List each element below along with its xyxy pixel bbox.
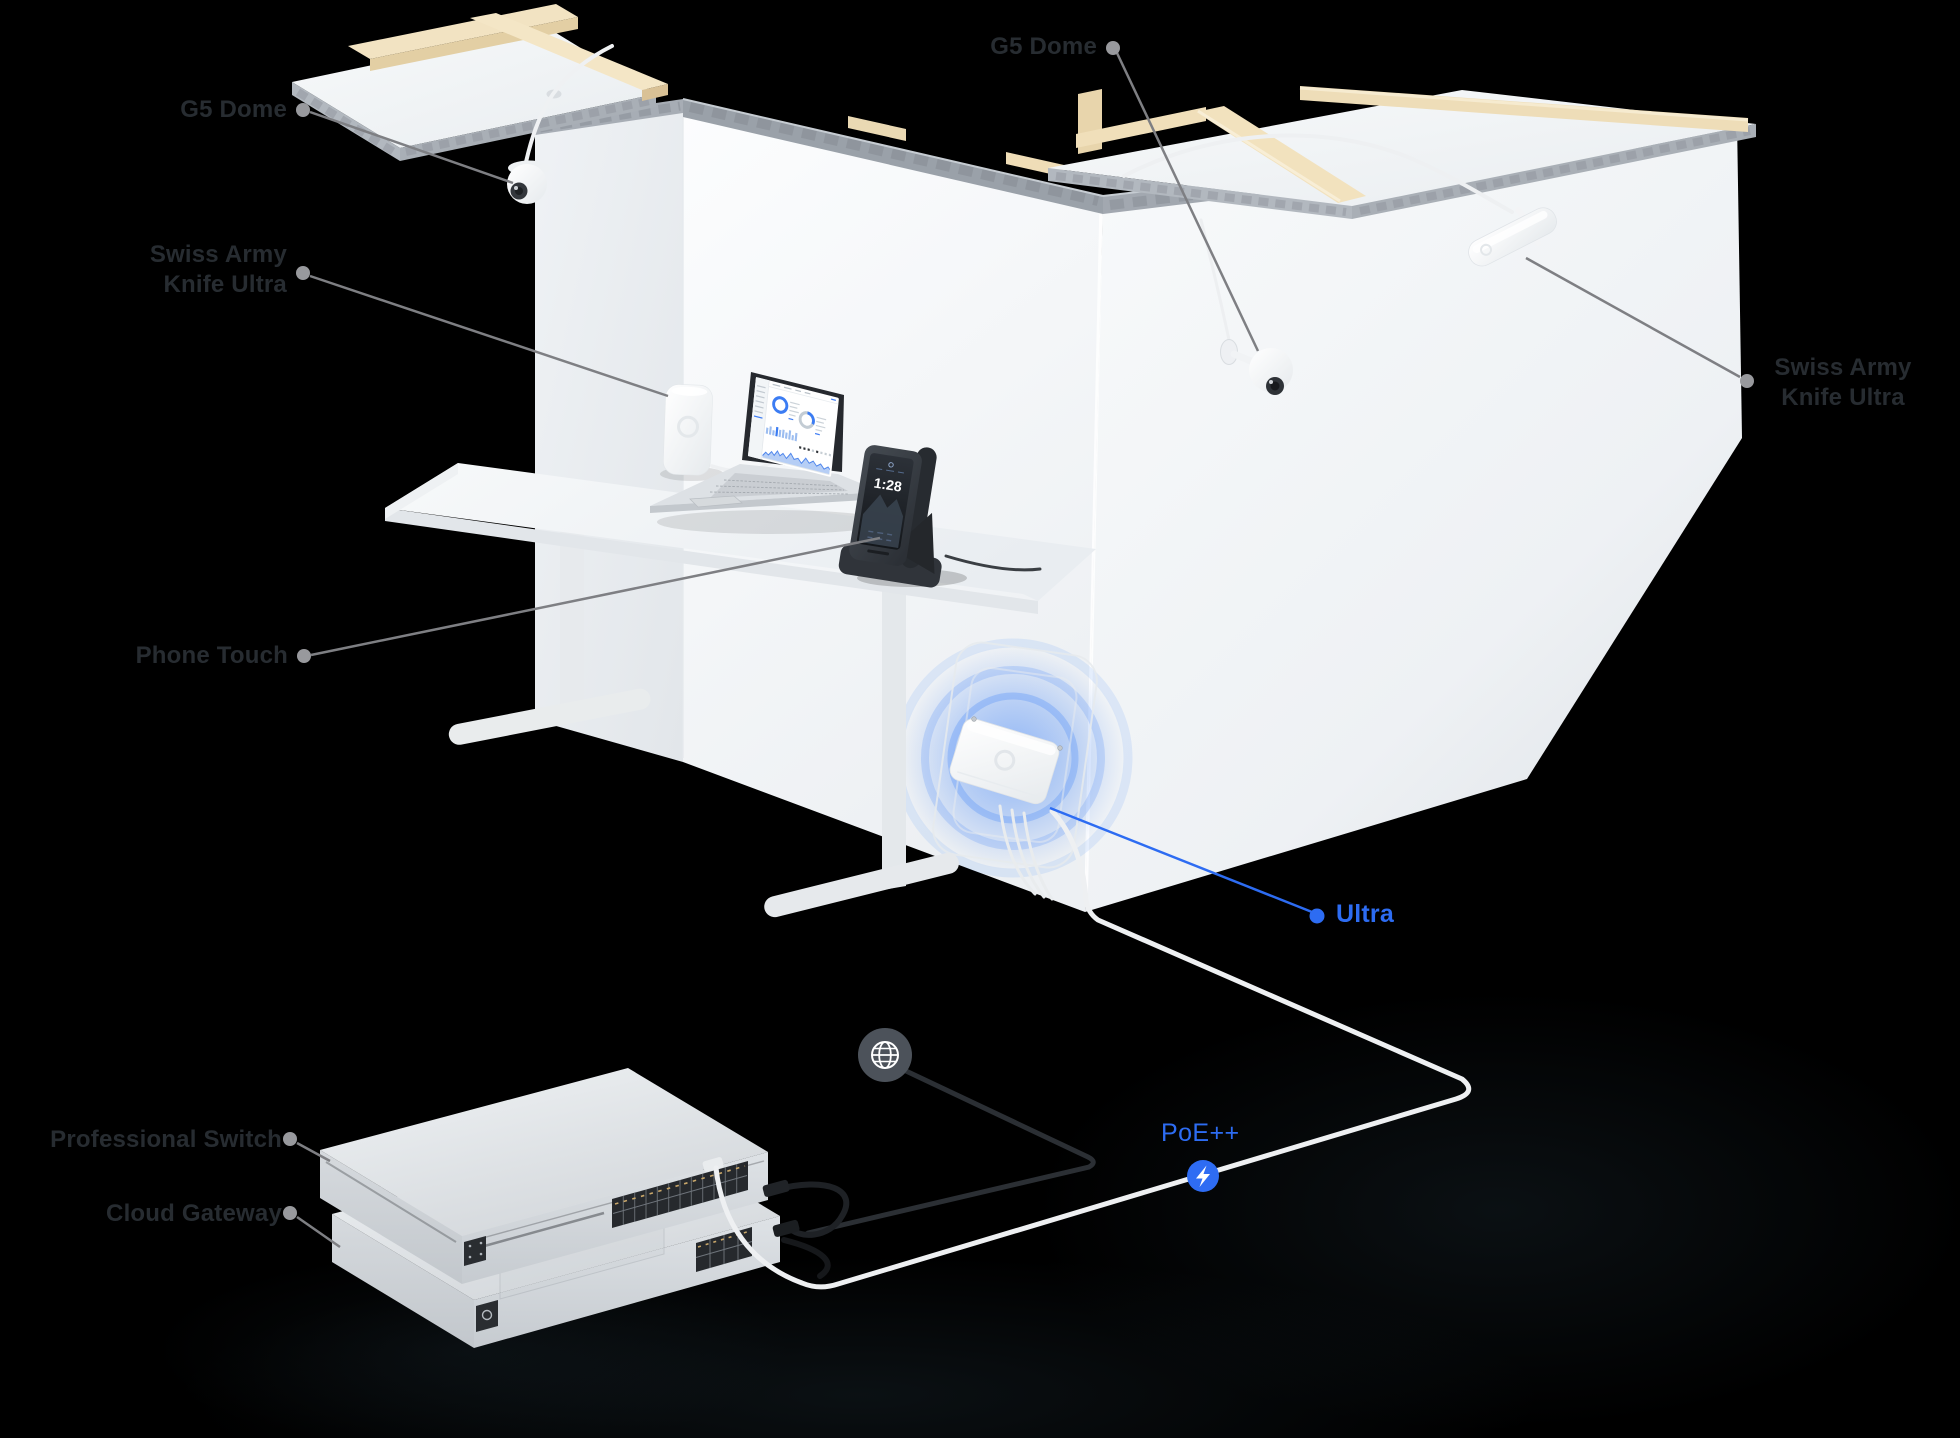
- gateway-screen: [476, 1300, 498, 1332]
- lightning-bolt-icon: [1196, 1165, 1210, 1187]
- label-poe: PoE++: [1161, 1119, 1240, 1147]
- internet-cable: [805, 1068, 1096, 1236]
- laptop-trackpad: [689, 495, 743, 508]
- internet-node: [858, 1028, 912, 1082]
- wall-left-wing: [535, 101, 683, 762]
- ap-desk-swiss-army-knife-ultra: [660, 384, 774, 481]
- poe-cable: [713, 808, 1472, 1290]
- professional-switch-unit: [320, 1068, 768, 1284]
- desk-leg: [882, 581, 906, 890]
- laptop-keyboard: [710, 473, 848, 498]
- wood-block: [848, 116, 906, 141]
- label-swiss-army-knife-ultra-right: Swiss Army Knife Ultra: [1758, 353, 1928, 413]
- globe-icon: [871, 1041, 899, 1069]
- desk-leg: [560, 528, 584, 718]
- leader-lines: [296, 52, 1741, 1249]
- g5-dome-camera-center: [1199, 218, 1293, 395]
- label-cloud-gateway: Cloud Gateway: [106, 1200, 282, 1227]
- wall-right: [1085, 121, 1742, 912]
- joist: [348, 4, 578, 59]
- g5-dome-camera-left: [507, 160, 550, 204]
- label-g5-dome-center: G5 Dome: [990, 33, 1097, 60]
- phone-touch-device: 1:28: [838, 445, 1042, 588]
- phone-screen-time: 1:28: [873, 475, 903, 495]
- joist: [642, 84, 668, 101]
- poe-badge: [1187, 1160, 1219, 1192]
- cables: [702, 808, 1472, 1290]
- label-g5-dome-left: G5 Dome: [180, 96, 287, 123]
- joist: [1076, 107, 1206, 148]
- ceiling-panel-right: [1048, 86, 1756, 219]
- ap-ceiling-swiss-army-knife-ultra: [1468, 207, 1557, 267]
- patch-cable: [781, 1237, 831, 1279]
- ceiling-cable: [1122, 133, 1514, 214]
- leader-dots: [283, 41, 1754, 1220]
- phone-cable: [944, 554, 1042, 572]
- laptop: [650, 372, 887, 534]
- ultra-wall-cables: [998, 804, 1054, 901]
- joist: [1196, 106, 1366, 203]
- laptop-dashboard: [747, 377, 839, 477]
- label-line: Knife Ultra: [163, 271, 287, 298]
- patch-cable: [771, 1181, 850, 1238]
- label-line: Knife Ultra: [1781, 384, 1905, 411]
- label-professional-switch: Professional Switch: [50, 1126, 282, 1153]
- label-phone-touch: Phone Touch: [135, 642, 288, 669]
- ultra-device: [949, 716, 1063, 805]
- label-line: Swiss Army: [1774, 354, 1912, 381]
- label-ultra: Ultra: [1336, 900, 1394, 928]
- ceiling-panel-left: [292, 4, 668, 164]
- joist: [470, 13, 668, 90]
- ultra-leader: [1049, 806, 1325, 924]
- label-line: Swiss Army: [149, 241, 287, 268]
- camera-cable: [524, 44, 614, 164]
- label-swiss-army-knife-ultra-left: Swiss Army Knife Ultra: [150, 240, 287, 300]
